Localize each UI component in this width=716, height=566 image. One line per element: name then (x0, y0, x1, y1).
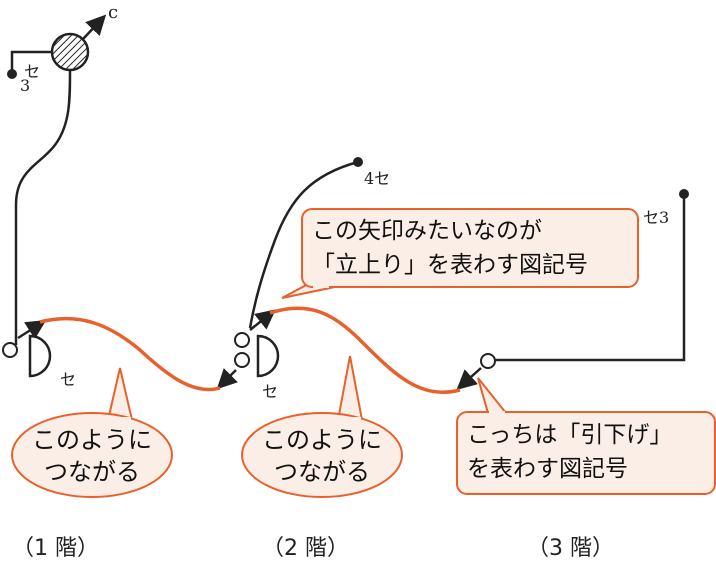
floor3-wiring (456, 189, 689, 391)
wire-end-dot (7, 69, 17, 79)
floor1-wiring (2, 14, 107, 378)
floor-label-3: （3 階） (527, 536, 614, 561)
callout-drop-line1: こっちは「引下げ」 (467, 422, 673, 448)
callout-rise-line1: この矢印みたいなのが (312, 218, 542, 244)
callout-floor1-text: このように つながる (22, 424, 162, 488)
drop-circle (234, 352, 250, 368)
drop-arrow-icon (216, 368, 238, 390)
callout-drop-text: こっちは「引下げ」 を表わす図記号 (467, 418, 672, 486)
riser-circle (2, 342, 18, 358)
floor-label-2: （2 階） (262, 536, 349, 561)
callout-bubble-floor2 (241, 355, 403, 498)
callout-bubble-floor1 (11, 367, 173, 498)
rise-arrow-icon (17, 319, 47, 340)
callout-floor1-line2: つながる (44, 458, 140, 486)
arrow-c-icon (82, 14, 107, 40)
label-4se: 4セ (364, 169, 391, 188)
callout-drop-line2: を表わす図記号 (467, 456, 628, 482)
floor2-wiring (216, 157, 363, 390)
connection-curve-1-2 (39, 316, 221, 392)
label-se3-num: 3 (20, 76, 31, 95)
connection-curve-2-3 (269, 306, 461, 394)
drop-circle (480, 353, 496, 369)
light-fixture-icon (50, 32, 90, 72)
wire-end-dot (353, 157, 363, 167)
callout-box-rise (281, 208, 639, 299)
callout-rise-line2: 「立上り」を表わす図記号 (312, 252, 588, 278)
rise-arrow-icon (249, 309, 276, 331)
switch-icon (28, 334, 52, 378)
label-se-floor1: セ (60, 370, 77, 389)
label-se3-floor3: セ3 (643, 208, 670, 227)
callout-floor1-line1: このように (32, 426, 152, 454)
switch-icon (256, 334, 280, 378)
callout-box-drop (456, 377, 716, 495)
label-se-floor2: セ (262, 382, 279, 401)
callout-rise-text: この矢印みたいなのが 「立上り」を表わす図記号 (312, 214, 588, 282)
callout-floor2-text: このように つながる (252, 424, 392, 488)
drop-arrow-icon (456, 367, 482, 391)
callout-floor2-line1: このように (262, 426, 382, 454)
riser-circle (234, 332, 250, 348)
floor-label-1: （1 階） (12, 536, 99, 561)
label-se3-kana: セ (24, 62, 41, 81)
label-c: c (108, 2, 119, 23)
callout-floor2-line2: つながる (274, 458, 370, 486)
